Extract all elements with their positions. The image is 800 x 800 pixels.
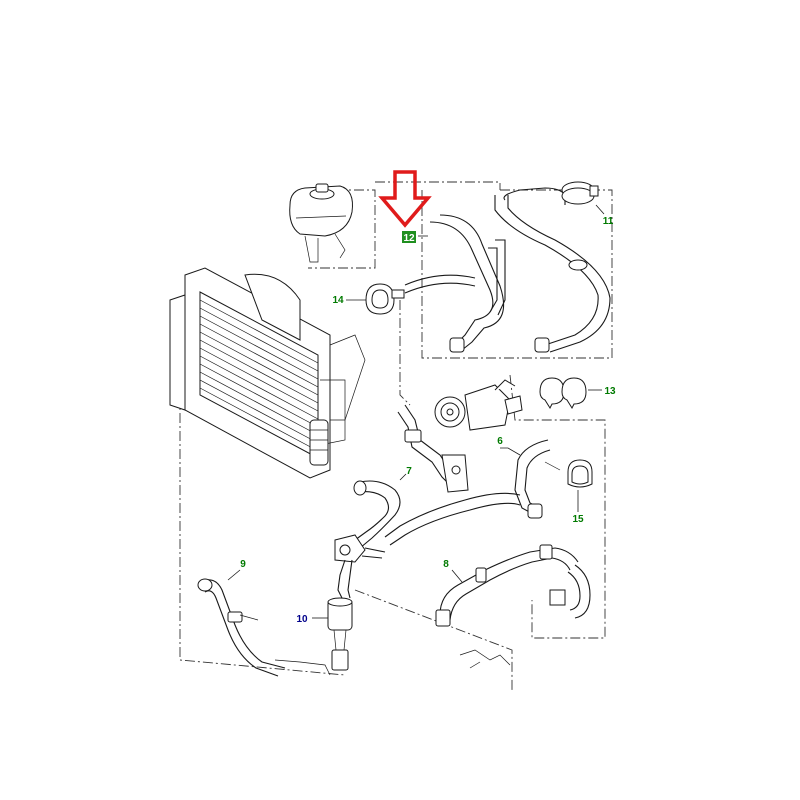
highlight-arrow (378, 170, 432, 228)
callout-9: 9 (240, 559, 246, 570)
callout-labels: 12 11 13 14 15 6 7 8 9 10 (240, 216, 616, 625)
callout-8: 8 (443, 559, 449, 570)
callout-13: 13 (604, 386, 616, 397)
callout-6: 6 (497, 436, 503, 447)
callout-12-badge (402, 231, 416, 243)
clamp-15 (567, 459, 593, 488)
callout-15: 15 (572, 514, 584, 525)
clamps-13 (539, 377, 587, 410)
radiator (169, 267, 366, 479)
clamp-14 (365, 283, 405, 315)
leader-lines (227, 204, 605, 619)
expansion-tank (289, 183, 353, 263)
hose-9 (197, 578, 286, 677)
thermostat-pipe (397, 404, 469, 493)
clamp-11 (561, 181, 599, 205)
callout-10: 10 (296, 614, 308, 625)
hose-6 (384, 439, 561, 546)
callout-7: 7 (406, 466, 412, 477)
water-pump (434, 379, 523, 431)
callout-11: 11 (603, 216, 614, 227)
hose-8 (435, 544, 591, 627)
hose-7 (334, 480, 401, 599)
upper-hose-group (404, 187, 611, 353)
callout-14: 14 (332, 295, 344, 306)
engine-base (274, 649, 511, 676)
reservoir-10 (327, 597, 353, 671)
callout-12: 12 (403, 233, 415, 244)
